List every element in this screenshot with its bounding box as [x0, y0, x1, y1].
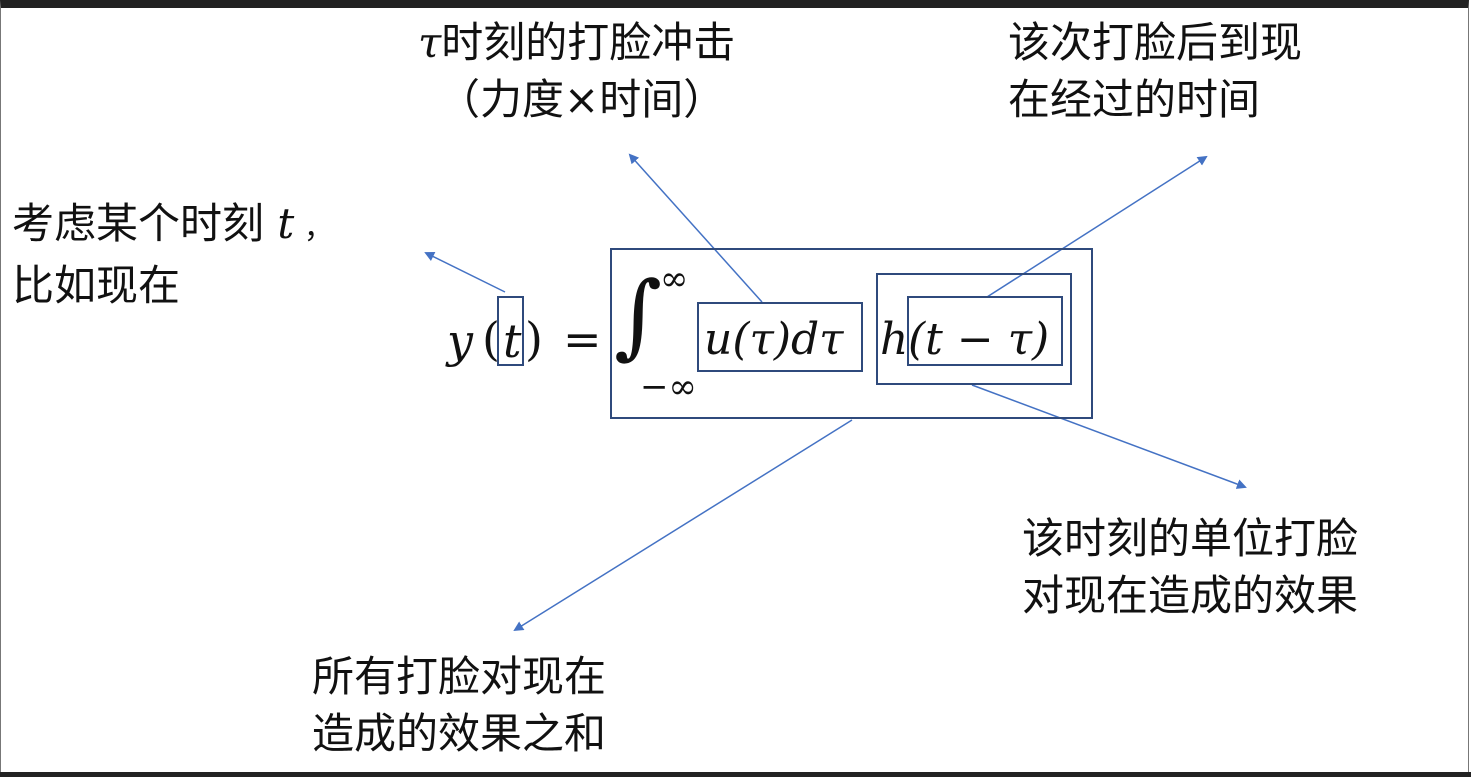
elapsed-annotation-line1: 该次打脸后到现 — [1008, 18, 1303, 67]
impulse-annotation-line1: τ时刻的打脸冲击 — [418, 14, 735, 71]
impulse-annotation-text: 时刻的打脸冲击 — [441, 18, 736, 67]
lhs-y: y — [447, 314, 473, 368]
moment-annotation: 考虑某个时刻 t ， 比如现在 — [12, 195, 334, 314]
arrow-to-unit-effect — [971, 384, 1247, 489]
unit-effect-annotation: 该时刻的单位打脸 对现在造成的效果 — [1022, 510, 1358, 624]
lower-limit: −∞ — [640, 367, 697, 407]
h-symbol: h — [880, 314, 909, 365]
impulse-annotation-line2: （力度×时间） — [438, 75, 726, 124]
lhs-open-paren: ( — [482, 312, 500, 366]
u-term: u(τ)dτ — [704, 314, 844, 365]
moment-annotation-prefix: 考虑某个时刻 — [12, 199, 278, 248]
arrow-to-moment — [424, 252, 506, 293]
integral-box — [610, 248, 1093, 419]
elapsed-annotation: 该次打脸后到现 在经过的时间 — [1008, 14, 1302, 128]
h-args: (t − τ) — [908, 314, 1050, 365]
moment-annotation-line1: 考虑某个时刻 t ， — [12, 195, 334, 257]
arrow-to-sum-effect — [513, 419, 853, 632]
lhs-close-paren: ) — [525, 312, 543, 366]
h-args-box — [907, 296, 1063, 366]
moment-annotation-suffix: ， — [294, 211, 334, 246]
sum-effect-annotation: 所有打脸对现在 造成的效果之和 — [312, 648, 606, 762]
moment-annotation-line2: 比如现在 — [12, 261, 181, 310]
equals-sign: = — [563, 312, 602, 366]
t-highlight-box — [497, 296, 524, 366]
t-symbol: t — [277, 199, 295, 248]
unit-effect-annotation-line1: 该时刻的单位打脸 — [1022, 514, 1359, 563]
unit-effect-annotation-line2: 对现在造成的效果 — [1022, 571, 1359, 620]
elapsed-annotation-line2: 在经过的时间 — [1008, 75, 1261, 124]
upper-limit: ∞ — [660, 259, 689, 299]
arrow-to-impulse — [628, 153, 763, 303]
integral-sign: ∫ — [614, 262, 662, 369]
h-outer-box — [876, 273, 1072, 385]
sum-effect-annotation-line1: 所有打脸对现在 — [312, 652, 607, 701]
tau-symbol: τ — [418, 18, 442, 67]
lhs-t: t — [503, 314, 522, 368]
figure-bottom-border — [0, 772, 1471, 777]
sum-effect-annotation-line2: 造成的效果之和 — [312, 709, 607, 758]
u-term-box — [697, 302, 863, 372]
impulse-annotation: τ时刻的打脸冲击 （力度×时间） — [418, 14, 735, 128]
